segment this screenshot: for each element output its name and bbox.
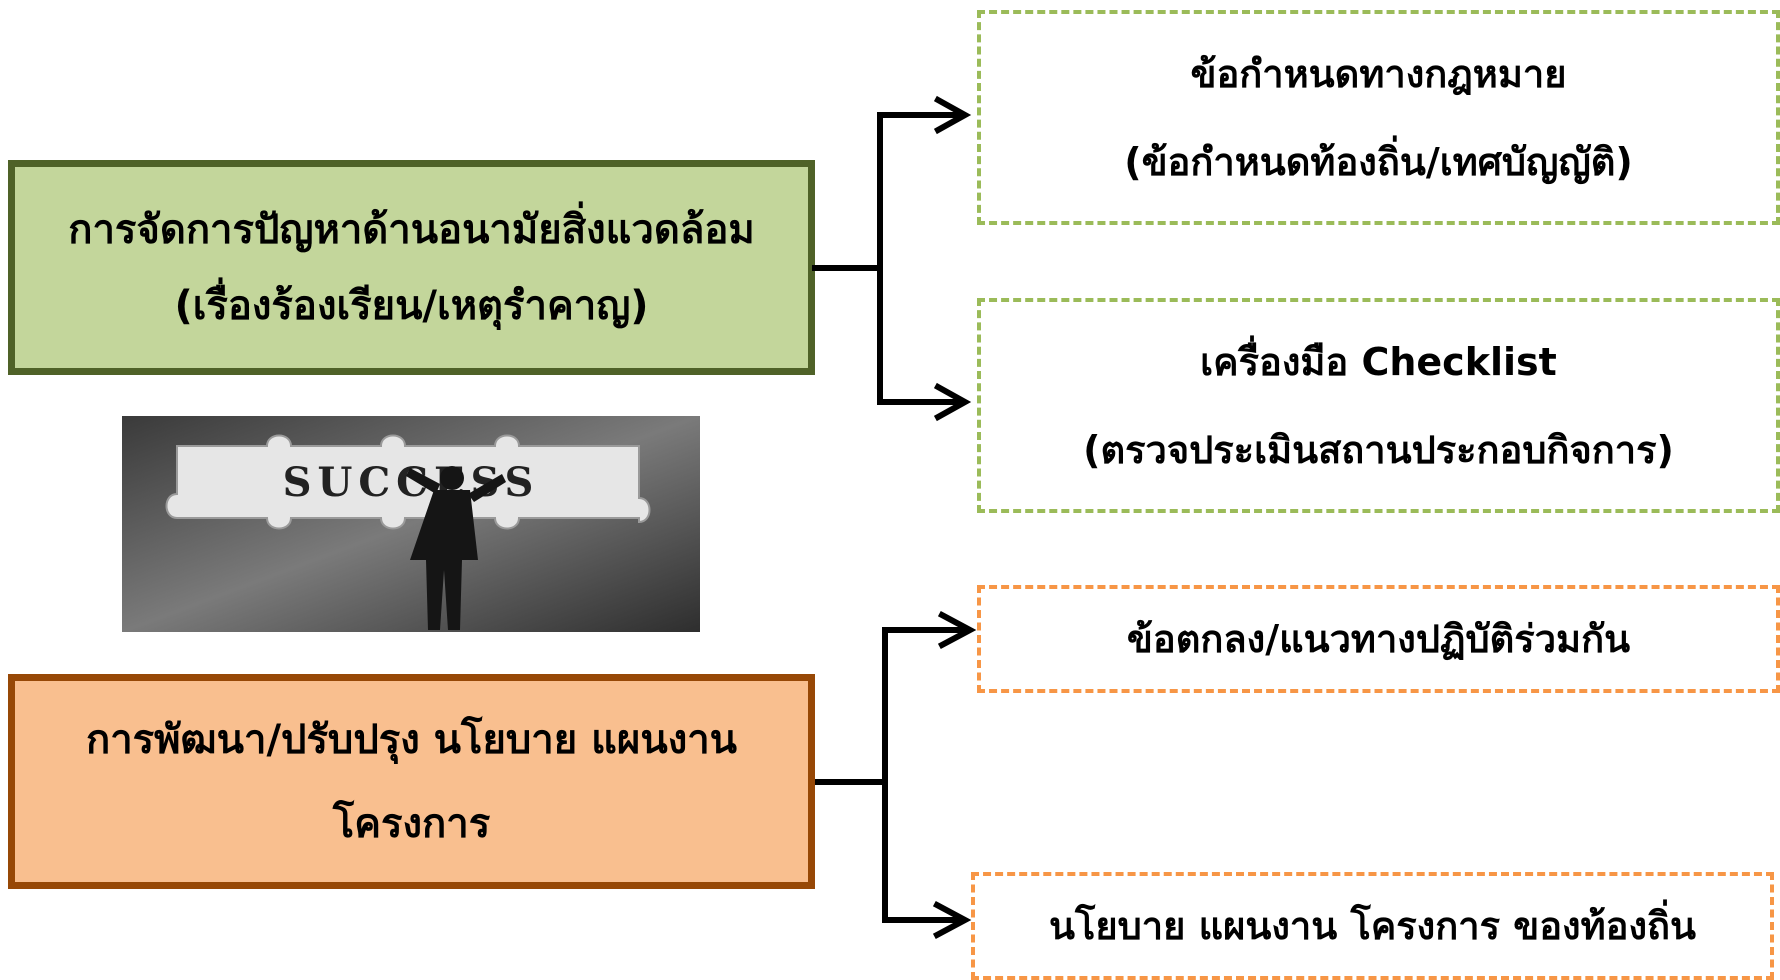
success-puzzle-photo: SUCCESS [122,416,700,632]
upper-arrow-1 [933,95,972,135]
environment-subtitle: (เรื่องร้องเรียน/เหตุรำคาญ) [174,282,649,329]
upper-arrow-2 [933,382,972,422]
agreement-guideline-box: ข้อตกลง/แนวทางปฏิบัติร่วมกัน [977,585,1780,693]
upper-connector [812,112,963,405]
checklist-tool-box: เครื่องมือ Checklist (ตรวจประเมินสถานประ… [977,298,1780,513]
environment-title: การจัดการปัญหาด้านอนามัยสิ่งแวดล้อม [68,206,755,253]
legal-title: ข้อกำหนดทางกฎหมาย [1190,51,1567,96]
lower-arrow-1 [937,610,977,650]
legal-requirements-box: ข้อกำหนดทางกฎหมาย (ข้อกำหนดท้องถิ่น/เทศบ… [977,10,1780,225]
environment-management-box: การจัดการปัญหาด้านอนามัยสิ่งแวดล้อม (เรื… [8,160,815,375]
local-policy-box: นโยบาย แผนงาน โครงการ ของท้องถิ่น [971,872,1774,980]
policy-development-box: การพัฒนา/ปรับปรุง นโยบาย แผนงาน โครงการ [8,674,815,889]
checklist-subtitle: (ตรวจประเมินสถานประกอบกิจการ) [1083,427,1674,472]
policy-title: การพัฒนา/ปรับปรุง นโยบาย แผนงาน [85,716,738,763]
lower-arrow-2 [932,900,972,940]
legal-subtitle: (ข้อกำหนดท้องถิ่น/เทศบัญญัติ) [1124,139,1633,184]
businessman-figure [406,466,506,630]
policy-subtitle: โครงการ [332,800,491,847]
checklist-title: เครื่องมือ Checklist [1200,339,1557,384]
agreement-text: ข้อตกลง/แนวทางปฏิบัติร่วมกัน [1126,617,1631,661]
local-policy-text: นโยบาย แผนงาน โครงการ ของท้องถิ่น [1049,904,1696,948]
lower-connector [815,627,968,923]
